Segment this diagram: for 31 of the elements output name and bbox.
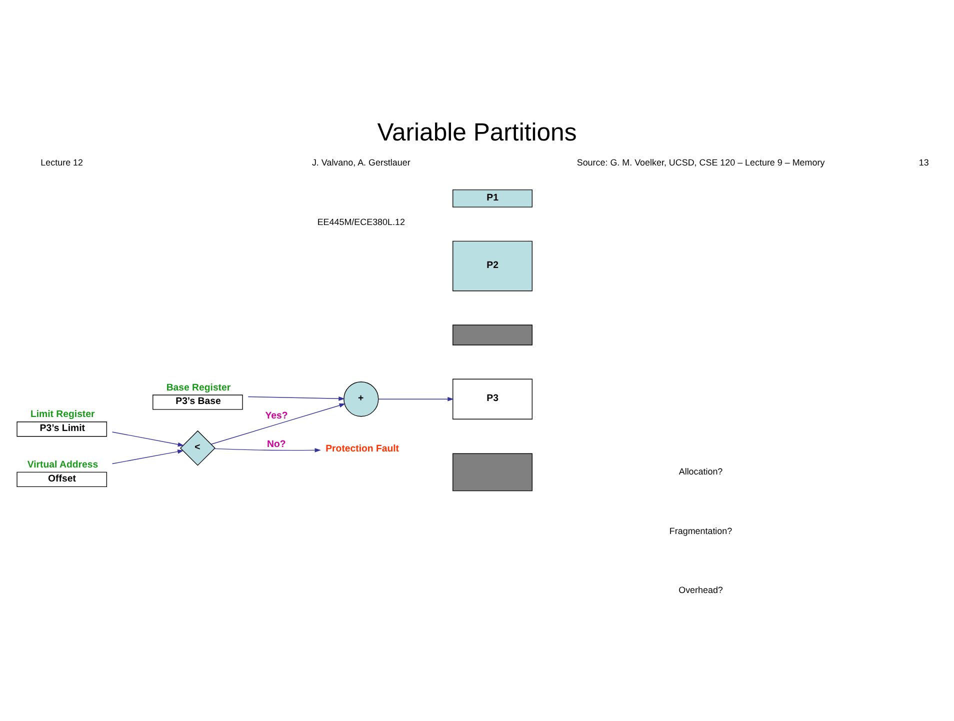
label: Lecture 12 (40, 158, 84, 168)
node-box: Offset (16, 472, 108, 488)
edge-label: Yes? (265, 410, 288, 422)
node-box: P3’s Base (152, 394, 243, 410)
node-box: P3’s Limit (16, 422, 108, 437)
diagram-title: Variable Partitions (377, 119, 577, 146)
label: Source: G. M. Voelker, UCSD, CSE 120 – Lecture 9 – Memory (576, 158, 825, 168)
label: 13 (918, 158, 929, 168)
node-box: P3 (452, 378, 533, 420)
arrow (112, 432, 184, 447)
arrow (214, 448, 321, 452)
node-circle: + (344, 382, 379, 417)
label: J. Valvano, A. Gerstlauer (312, 158, 410, 168)
node-box (452, 324, 533, 346)
arrow (248, 396, 345, 401)
label: Overhead? (678, 585, 723, 596)
node-box: P2 (452, 240, 533, 292)
label: EE445M/ECE380L.12 (317, 216, 405, 227)
node-text: Protection Fault (326, 443, 400, 454)
node-box (452, 453, 533, 492)
node-label: Virtual Address (27, 460, 98, 471)
node-label: Base Register (166, 382, 231, 394)
label: Fragmentation? (669, 526, 732, 536)
node-box: P1 (452, 189, 533, 208)
arrow (210, 403, 346, 445)
label: Allocation? (678, 466, 723, 477)
node-diamond: < (180, 430, 216, 466)
edge-label: No? (267, 438, 286, 450)
arrow (378, 396, 454, 402)
node-label: Limit Register (30, 409, 95, 420)
arrow (112, 450, 184, 464)
